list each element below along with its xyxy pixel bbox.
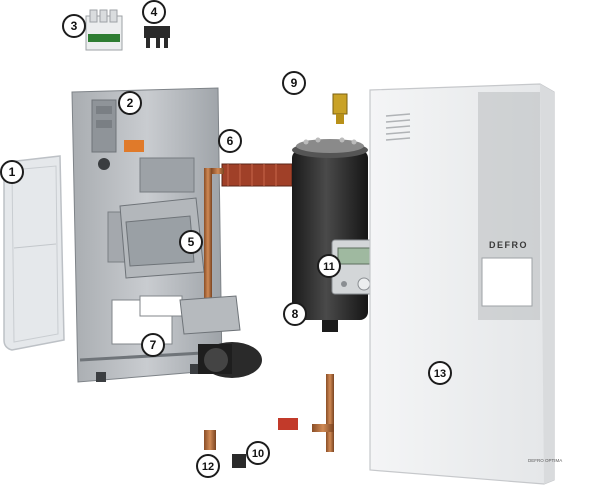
svg-text:8: 8 — [292, 307, 299, 321]
callout-12: 12 — [196, 454, 220, 478]
callout-2: 2 — [118, 91, 142, 115]
tank-part — [292, 137, 368, 332]
svg-text:10: 10 — [252, 448, 264, 460]
callout-9: 9 — [282, 71, 306, 95]
callout-6: 6 — [218, 129, 242, 153]
heating-element-part — [179, 163, 293, 335]
svg-text:7: 7 — [150, 338, 157, 352]
callout-1: 1 — [0, 160, 24, 184]
casing-part — [369, 83, 555, 485]
svg-text:3: 3 — [71, 19, 78, 33]
callout-13: 13 — [428, 361, 452, 385]
svg-text:9: 9 — [291, 76, 298, 90]
svg-text:11: 11 — [323, 261, 335, 273]
pump-part — [198, 342, 262, 378]
svg-text:6: 6 — [227, 134, 234, 148]
callout-10: 10 — [246, 441, 270, 465]
fittings-part — [204, 374, 334, 468]
svg-text:5: 5 — [188, 235, 195, 249]
svg-text:2: 2 — [127, 96, 134, 110]
terminal-block-part — [85, 9, 123, 51]
air-vent-part — [332, 93, 348, 124]
callout-3: 3 — [62, 14, 86, 38]
exchanger-bracket-part — [119, 197, 205, 279]
casing-model-text: DEFRO OPTIMA — [528, 458, 562, 463]
callout-5: 5 — [179, 230, 203, 254]
svg-text:4: 4 — [151, 5, 158, 19]
casing-brand-text: DEFRO — [489, 240, 528, 250]
callout-4: 4 — [142, 0, 166, 24]
front-cover-part — [3, 155, 65, 351]
controller-part — [331, 239, 377, 295]
connector-part — [144, 26, 170, 48]
callout-8: 8 — [283, 302, 307, 326]
svg-text:13: 13 — [434, 368, 446, 380]
svg-text:1: 1 — [9, 165, 16, 179]
callout-11: 11 — [317, 254, 341, 278]
callout-7: 7 — [141, 333, 165, 357]
svg-text:12: 12 — [202, 461, 214, 473]
